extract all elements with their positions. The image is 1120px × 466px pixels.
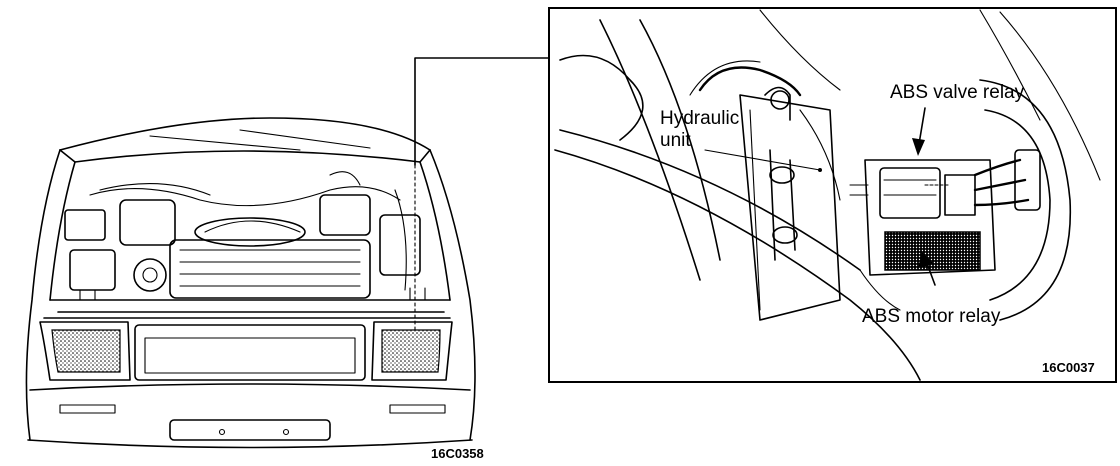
detail-inset-frame [548,7,1117,383]
abs-motor-relay-label: ABS motor relay [862,306,1001,327]
hydraulic-unit-label-line1: Hydraulic [660,108,739,129]
abs-valve-relay-label: ABS valve relay [890,82,1025,103]
hydraulic-unit-label-line2: unit [660,130,691,151]
right-figure-code: 16C0037 [1042,360,1095,375]
left-figure-code: 16C0358 [431,446,484,461]
abs-relay-detail-icon [554,9,1101,381]
car-engine-bay-icon [25,117,476,449]
callout-leader-line [414,57,550,166]
